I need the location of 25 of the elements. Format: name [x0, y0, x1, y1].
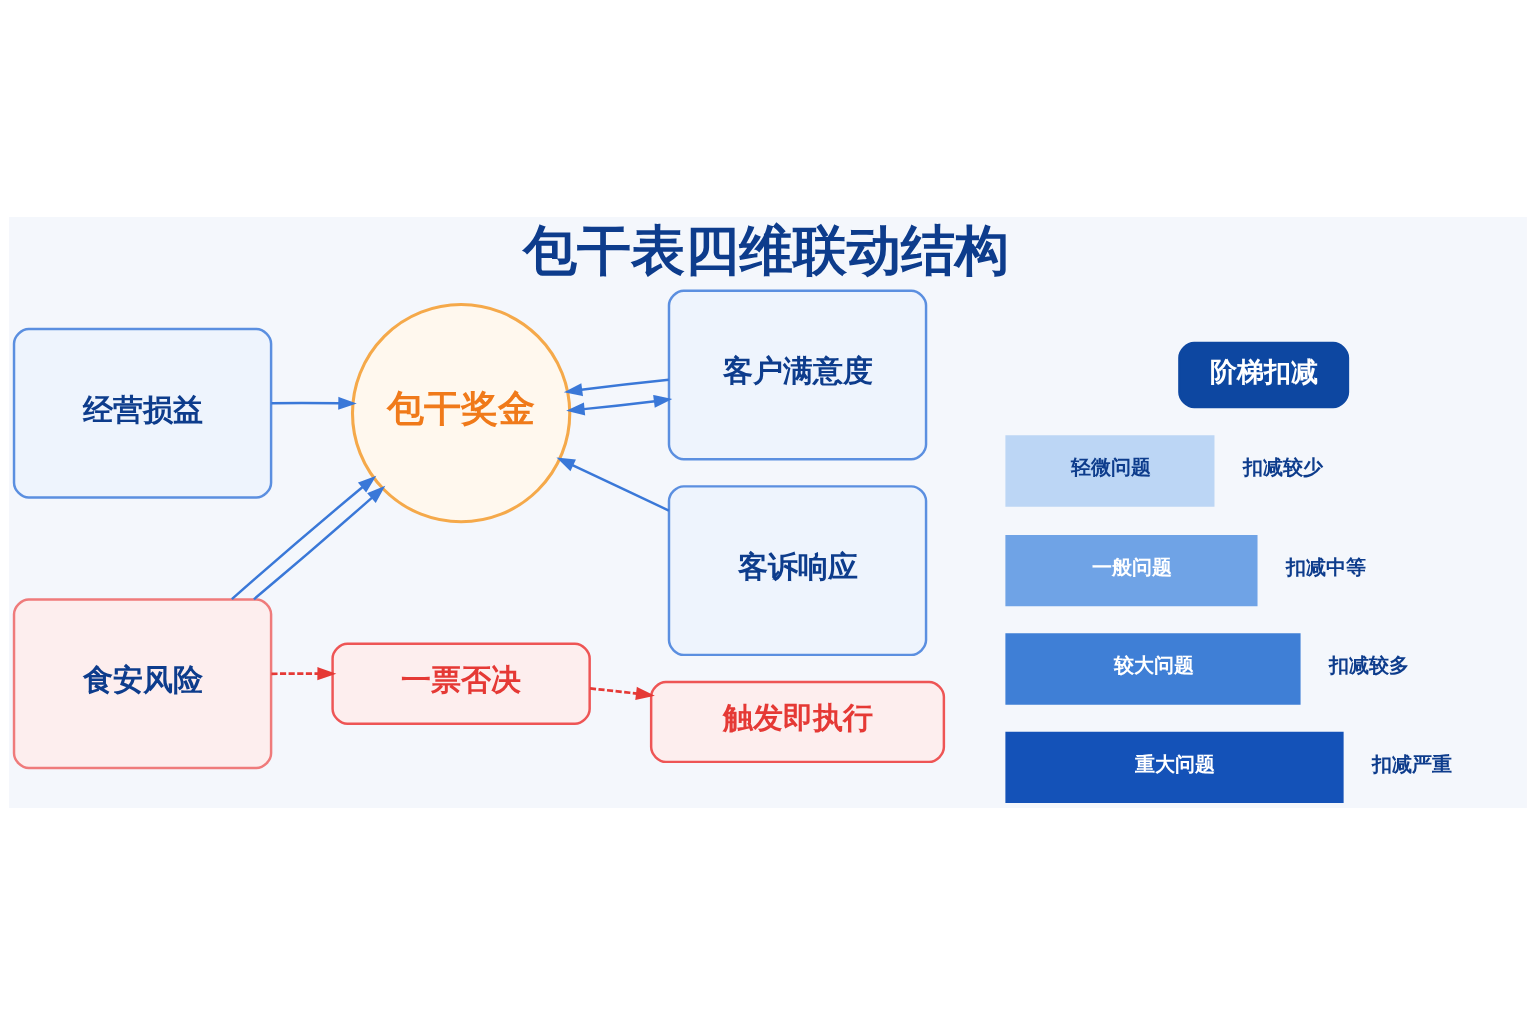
- arrow: [589, 686, 655, 700]
- node-label: 扣减较多: [1328, 653, 1409, 677]
- node-box: 客户满意度: [667, 289, 928, 461]
- node-box: 重大问题: [1005, 731, 1344, 803]
- arrow: [566, 394, 673, 415]
- node-label: 扣减较少: [1242, 455, 1323, 479]
- node-circle: 包干奖金: [350, 302, 572, 523]
- node-box: 食安风险: [12, 597, 273, 769]
- node-box: 一票否决: [331, 642, 591, 725]
- node-box: 阶梯扣减: [1178, 341, 1350, 408]
- node-label: 扣减严重: [1371, 752, 1452, 776]
- node-box: 轻微问题: [1005, 434, 1215, 507]
- node-box: 客诉响应: [667, 484, 928, 656]
- node-label: 扣减中等: [1285, 555, 1366, 579]
- arrow: [271, 396, 357, 410]
- node-box: 较大问题: [1005, 632, 1301, 705]
- arrow: [253, 485, 386, 600]
- diagram-title: 包干表四维联动结构: [522, 218, 1009, 282]
- node-box: 经营损益: [12, 327, 273, 499]
- arrow: [231, 475, 377, 600]
- node-box: 触发即执行: [649, 680, 946, 763]
- arrow: [271, 666, 337, 680]
- arrow: [563, 378, 669, 396]
- arrow: [556, 457, 670, 512]
- node-box: 一般问题: [1005, 534, 1258, 606]
